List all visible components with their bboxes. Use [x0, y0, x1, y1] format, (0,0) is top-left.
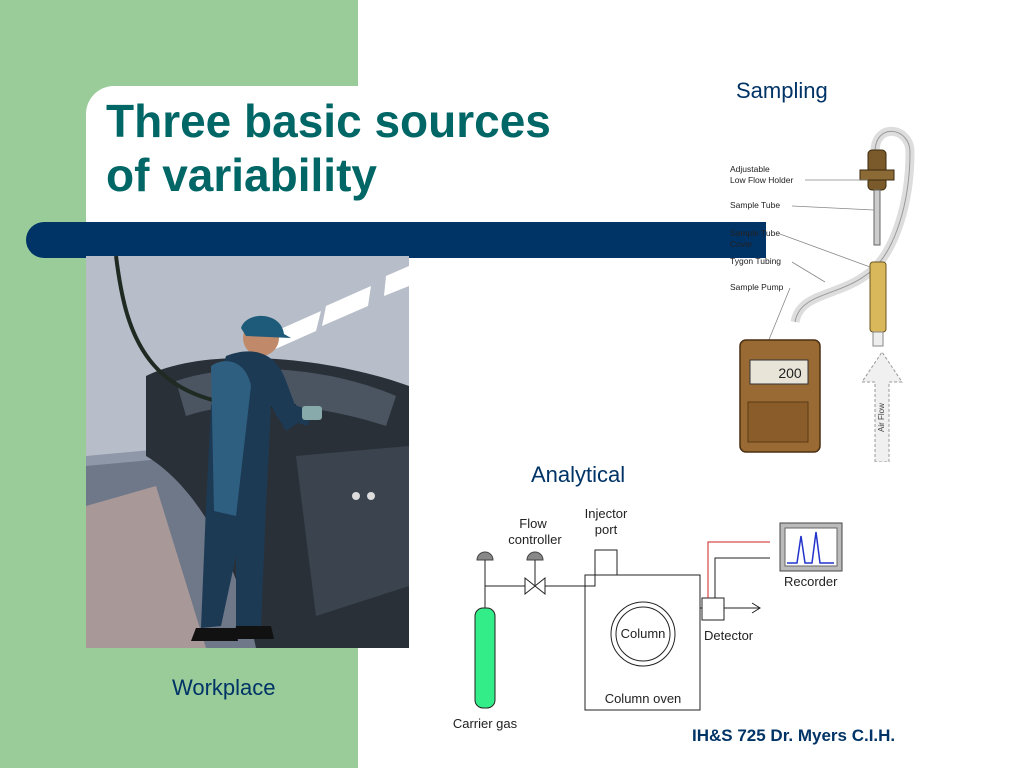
injector-port-label-1: Injector: [585, 506, 628, 521]
analytical-label: Analytical: [531, 462, 626, 487]
slide-title: Three basic sources of variability: [106, 94, 551, 202]
callout-low-flow-holder: Low Flow Holder: [730, 175, 793, 185]
green-left-strip: [0, 0, 86, 768]
sampling-illustration: Adjustable Low Flow Holder Sample Tube S…: [730, 126, 915, 462]
workplace-illustration: [86, 256, 409, 648]
title-line-1: Three basic sources: [106, 95, 551, 147]
callout-sample-pump: Sample Pump: [730, 282, 784, 292]
recorder-label: Recorder: [784, 574, 838, 589]
detector-label: Detector: [704, 628, 754, 643]
callout-sample-tube-2: Sample Tube: [730, 228, 780, 238]
gas-chromatograph-diagram: Flow controller Injector port Column Col…: [453, 506, 770, 731]
recorder-illustration: Recorder: [779, 522, 843, 589]
sampling-label: Sampling: [736, 78, 828, 103]
callout-sample-tube: Sample Tube: [730, 200, 780, 210]
callout-cover: Cover: [730, 239, 753, 249]
carrier-gas-label: Carrier gas: [453, 716, 518, 731]
title-divider-bar: [26, 222, 766, 258]
injector-port-label-2: port: [595, 522, 618, 537]
callout-adjustable: Adjustable: [730, 164, 770, 174]
workplace-label: Workplace: [172, 675, 276, 700]
callout-tygon-tubing: Tygon Tubing: [730, 256, 781, 266]
column-label: Column: [621, 626, 666, 641]
title-line-2: of variability: [106, 149, 377, 201]
title-card: [86, 86, 686, 246]
slide-footer: IH&S 725 Dr. Myers C.I.H.: [692, 726, 896, 745]
flow-controller-label-1: Flow: [519, 516, 547, 531]
flow-controller-label-2: controller: [508, 532, 562, 547]
air-flow-label: Air Flow: [877, 403, 886, 432]
pump-display: 200: [778, 365, 802, 381]
column-oven-label: Column oven: [605, 691, 682, 706]
